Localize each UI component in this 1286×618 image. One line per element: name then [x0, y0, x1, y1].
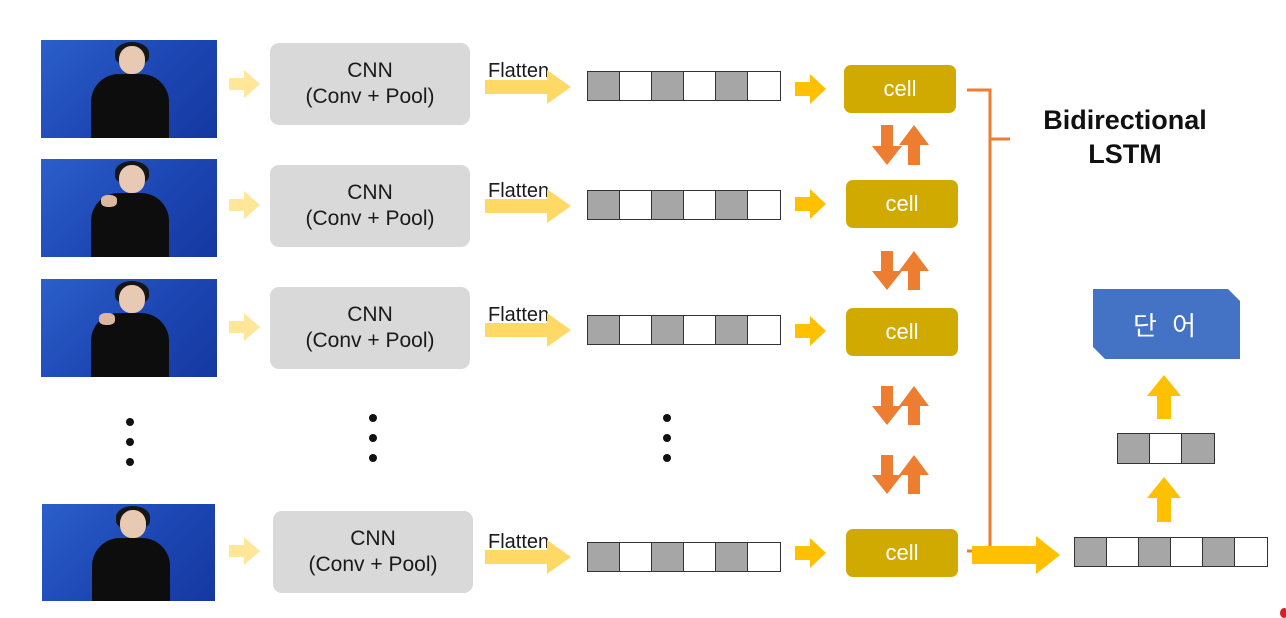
bidir-pair-1 — [872, 125, 929, 165]
up-arrow-icon — [1147, 375, 1181, 419]
feature-vector-1 — [587, 71, 781, 101]
lstm-cell-4: cell — [846, 529, 958, 577]
up-arrow-icon — [1147, 477, 1181, 522]
right-arrow-icon — [485, 540, 571, 574]
cnn-subtitle: (Conv + Pool) — [305, 329, 435, 352]
down-arrow-icon — [872, 125, 902, 165]
cnn-box-4: CNN (Conv + Pool) — [273, 511, 473, 593]
right-arrow-icon — [485, 313, 571, 347]
flatten-arrows — [485, 70, 571, 574]
lstm-output-vector — [1074, 537, 1268, 567]
signer-figure — [92, 538, 170, 601]
flatten-label-2: Flatten — [488, 180, 550, 202]
bilstm-label: Bidirectional LSTM — [1030, 103, 1220, 171]
right-arrow-icon — [485, 70, 571, 104]
video-frame-2 — [41, 159, 217, 257]
lstm-cell-3: cell — [846, 308, 958, 356]
bilstm-line1: Bidirectional — [1043, 105, 1207, 135]
output-word-box: 단 어 — [1093, 289, 1240, 359]
cnn-title: CNN — [347, 59, 393, 82]
cnn-title: CNN — [350, 527, 396, 550]
video-frame-4 — [42, 504, 215, 601]
vector-to-cell-arrows — [795, 74, 826, 568]
up-arrow-icon — [899, 455, 929, 494]
softmax-vector — [1117, 433, 1215, 464]
cnn-title: CNN — [347, 303, 393, 326]
flatten-label-1: Flatten — [488, 60, 550, 82]
up-arrow-icon — [899, 125, 929, 165]
right-arrow-icon — [229, 191, 260, 219]
red-marker — [1280, 608, 1286, 618]
right-arrow-icon — [972, 536, 1060, 574]
right-arrow-icon — [795, 74, 826, 104]
lstm-cell-2: cell — [846, 180, 958, 228]
video-frame-1 — [41, 40, 217, 138]
signer-head — [119, 46, 145, 74]
ellipsis-cnn — [369, 414, 377, 474]
right-arrow-icon — [485, 189, 571, 223]
frame-to-cnn-arrows — [229, 70, 260, 565]
feature-vector-3 — [587, 315, 781, 345]
down-arrow-icon — [872, 455, 902, 494]
bidir-pair-2 — [872, 251, 929, 290]
video-frame-3 — [41, 279, 217, 377]
flatten-label-3: Flatten — [488, 304, 550, 326]
up-arrow-icon — [899, 386, 929, 425]
up-arrow-icon — [899, 251, 929, 290]
cnn-box-2: CNN (Conv + Pool) — [270, 165, 470, 247]
right-arrow-icon — [229, 70, 260, 98]
lstm-bracket — [967, 88, 1010, 553]
signer-head — [120, 510, 146, 538]
bidirectional-arrows — [872, 125, 929, 494]
signer-figure — [91, 74, 169, 138]
down-arrow-icon — [872, 251, 902, 290]
bidir-pair-4 — [872, 455, 929, 494]
flatten-label-4: Flatten — [488, 531, 550, 553]
ellipsis-frames — [126, 418, 134, 478]
feature-vector-2 — [587, 190, 781, 220]
feature-vector-4 — [587, 542, 781, 572]
lstm-cell-1: cell — [844, 65, 956, 113]
cnn-subtitle: (Conv + Pool) — [305, 207, 435, 230]
right-arrow-icon — [795, 189, 826, 219]
cnn-subtitle: (Conv + Pool) — [305, 85, 435, 108]
down-arrow-icon — [872, 386, 902, 425]
right-arrow-icon — [795, 316, 826, 346]
cnn-box-1: CNN (Conv + Pool) — [270, 43, 470, 125]
ellipsis-vectors — [663, 414, 671, 474]
signer-head — [119, 165, 145, 193]
bidir-pair-3 — [872, 386, 929, 425]
right-arrow-icon — [229, 313, 260, 341]
cnn-box-3: CNN (Conv + Pool) — [270, 287, 470, 369]
cnn-title: CNN — [347, 181, 393, 204]
bilstm-line2: LSTM — [1088, 139, 1162, 169]
right-arrow-icon — [795, 538, 826, 568]
signer-hand — [101, 195, 117, 207]
cnn-subtitle: (Conv + Pool) — [308, 553, 438, 576]
right-arrow-icon — [229, 537, 260, 565]
signer-head — [119, 285, 145, 313]
signer-hand — [99, 313, 115, 325]
